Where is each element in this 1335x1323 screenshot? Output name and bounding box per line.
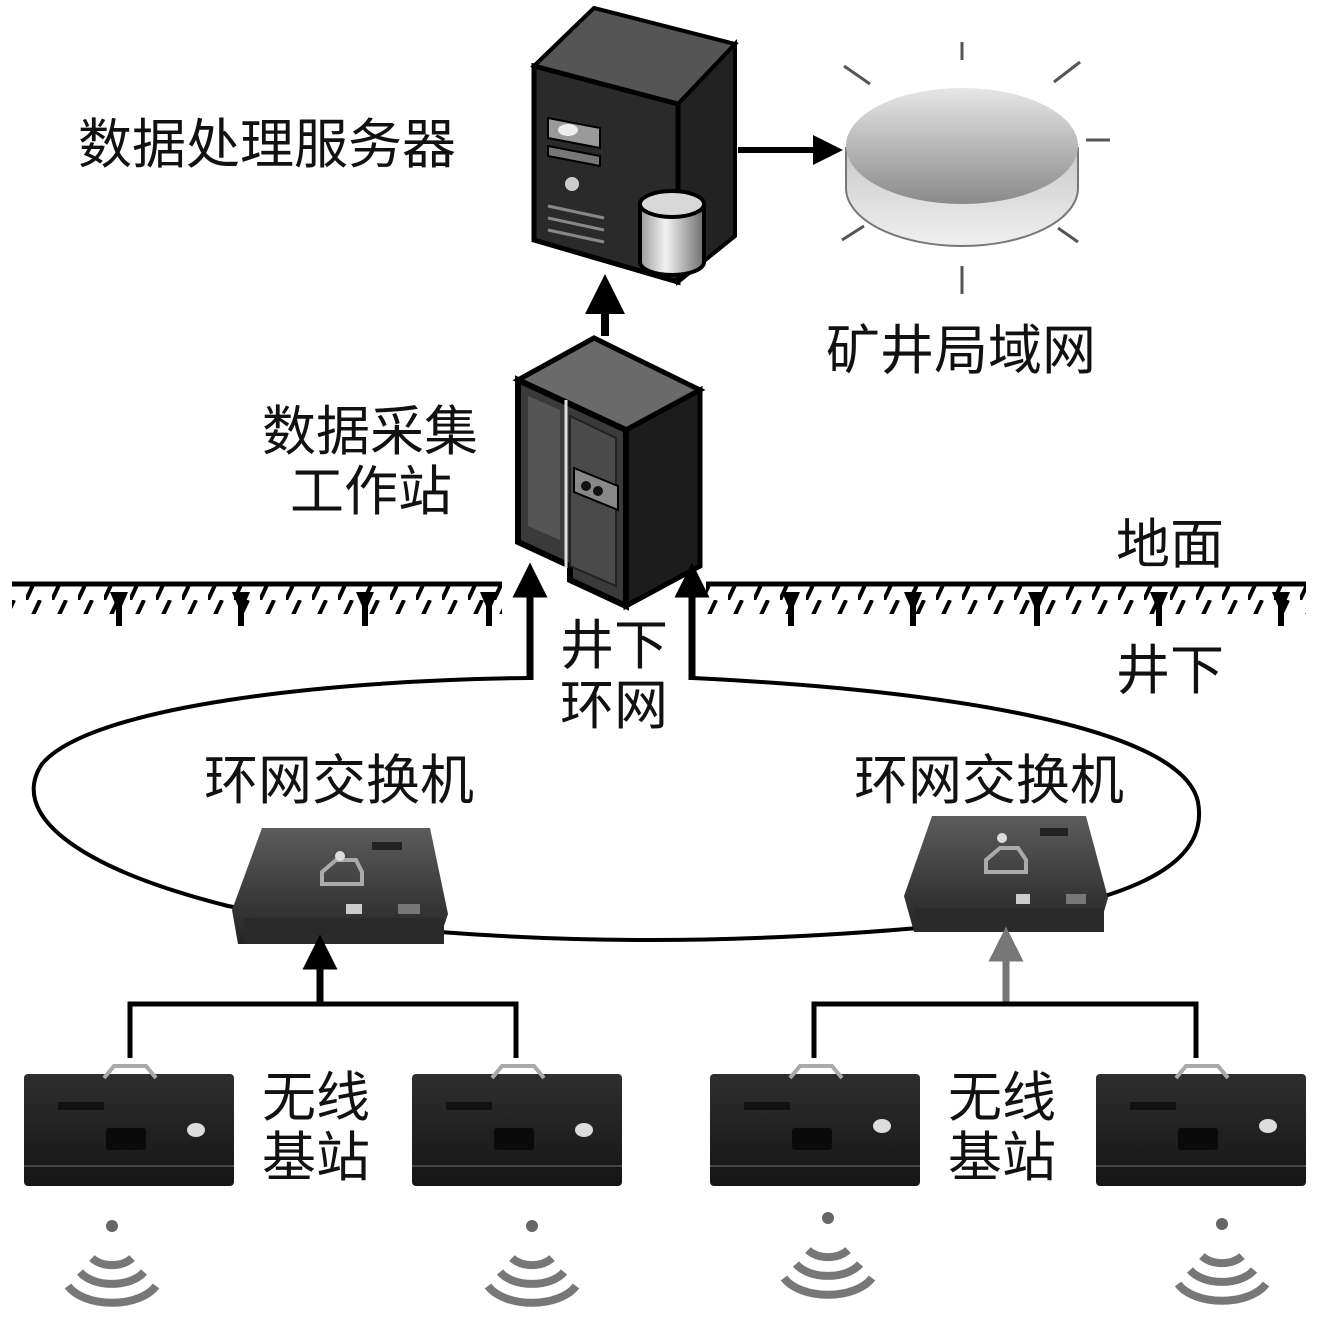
wireless-base-station-icon (24, 1064, 234, 1186)
workstation-label: 数据采集 工作站 (262, 402, 478, 522)
base-station-right-line2: 基站 (948, 1126, 1056, 1189)
ring-network-label: 井下 环网 (560, 616, 668, 736)
wireless-signal-icon (484, 1220, 580, 1307)
base-station-left-label: 无线 基站 (262, 1068, 370, 1188)
base-station-left-line2: 基站 (262, 1126, 370, 1189)
network-disc-icon (841, 42, 1110, 294)
workstation-tower-icon (512, 335, 706, 611)
base-station-right-label: 无线 基站 (948, 1068, 1056, 1188)
underground-label: 井下 (1116, 639, 1224, 702)
ground-line (12, 581, 1306, 626)
ring-network-loop (31, 676, 1202, 943)
wireless-base-station-icon (1096, 1064, 1306, 1186)
workstation-label-line1: 数据采集 (262, 400, 478, 463)
wireless-base-station-icon (412, 1064, 622, 1186)
wireless-signal-icon (780, 1212, 876, 1299)
base-station-right-line1: 无线 (948, 1066, 1056, 1129)
switch-right-label: 环网交换机 (854, 749, 1124, 812)
wireless-base-station-icon (710, 1064, 920, 1186)
database-cylinder-icon (638, 189, 706, 277)
workstation-label-line2: 工作站 (290, 460, 452, 523)
server-label: 数据处理服务器 (78, 113, 456, 176)
connector-right (811, 926, 1199, 1058)
ring-network-label-line2: 环网 (560, 674, 668, 737)
connector-left (127, 934, 519, 1058)
wireless-signal-icon (1174, 1218, 1270, 1305)
ground-label: 地面 (1116, 513, 1224, 576)
ring-network-label-line1: 井下 (560, 614, 668, 677)
ring-switch-left (232, 828, 448, 944)
ring-switch-right (904, 816, 1108, 932)
lan-label: 矿井局域网 (826, 319, 1096, 382)
wireless-signal-icon (64, 1220, 160, 1307)
switch-left-label: 环网交换机 (204, 749, 474, 812)
base-station-left-line1: 无线 (262, 1066, 370, 1129)
